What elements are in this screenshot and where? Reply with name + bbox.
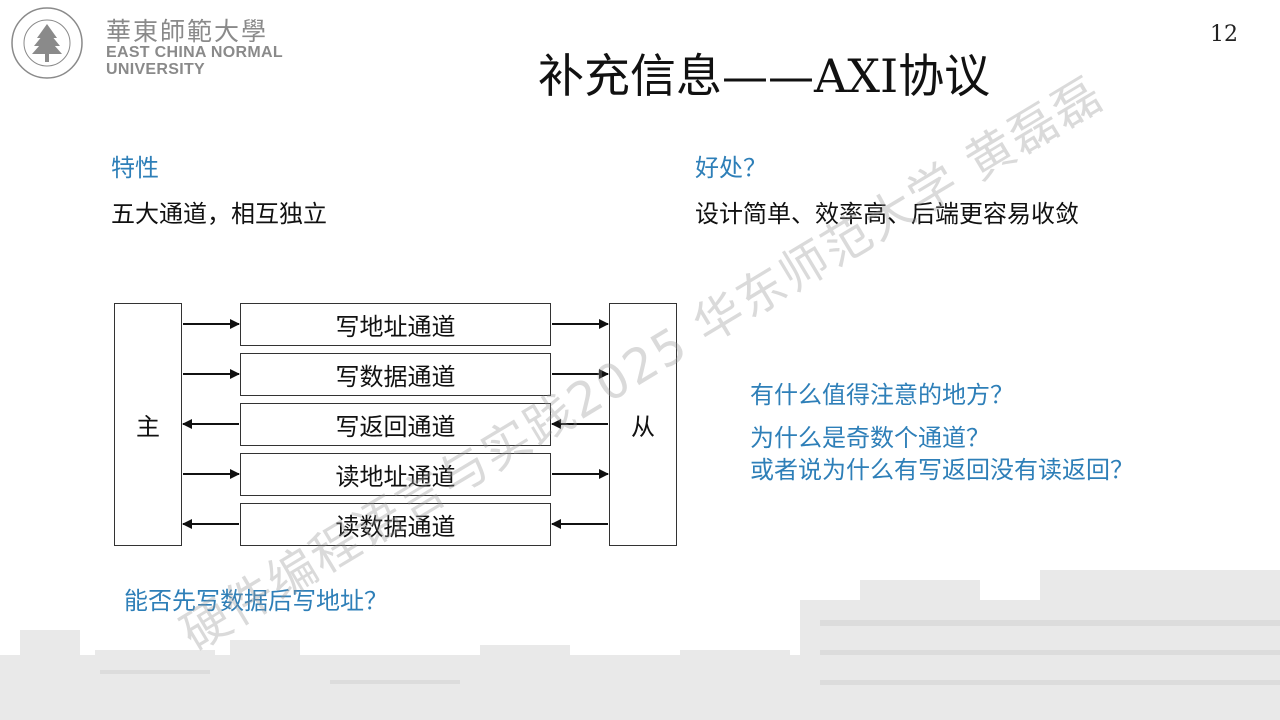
question-data-before-address: 能否先写数据后写地址？ (124, 587, 388, 615)
features-text: 五大通道，相互独立 (111, 200, 327, 228)
logo-english-name: EAST CHINA NORMAL UNIVERSITY (106, 44, 283, 78)
channel-write-response: 写返回通道 (240, 403, 551, 446)
channel-write-data: 写数据通道 (240, 353, 551, 396)
question-write-response: 或者说为什么有写返回没有读返回？ (750, 456, 1134, 484)
campus-background-image (0, 570, 1280, 720)
logo-chinese-name: 華東師範大學 (106, 17, 269, 46)
channel-read-address: 读地址通道 (240, 453, 551, 496)
university-emblem-icon (11, 7, 83, 79)
page-number: 12 (1210, 22, 1238, 47)
benefits-text: 设计简单、效率高、后端更容易收敛 (695, 200, 1079, 228)
master-box: 主 (114, 303, 182, 546)
features-heading: 特性 (111, 154, 159, 182)
slide-title: 补充信息——AXI协议 (538, 49, 991, 103)
logo-english-line2: UNIVERSITY (106, 61, 206, 78)
channel-write-address: 写地址通道 (240, 303, 551, 346)
logo-english-line1: EAST CHINA NORMAL (106, 44, 283, 61)
slave-box: 从 (609, 303, 677, 546)
channel-read-data: 读数据通道 (240, 503, 551, 546)
question-odd-channels: 为什么是奇数个通道？ (750, 424, 990, 452)
benefits-heading: 好处？ (695, 154, 767, 182)
university-logo: 華東師範大學 EAST CHINA NORMAL UNIVERSITY (10, 6, 290, 80)
question-notable: 有什么值得注意的地方？ (750, 381, 1014, 409)
